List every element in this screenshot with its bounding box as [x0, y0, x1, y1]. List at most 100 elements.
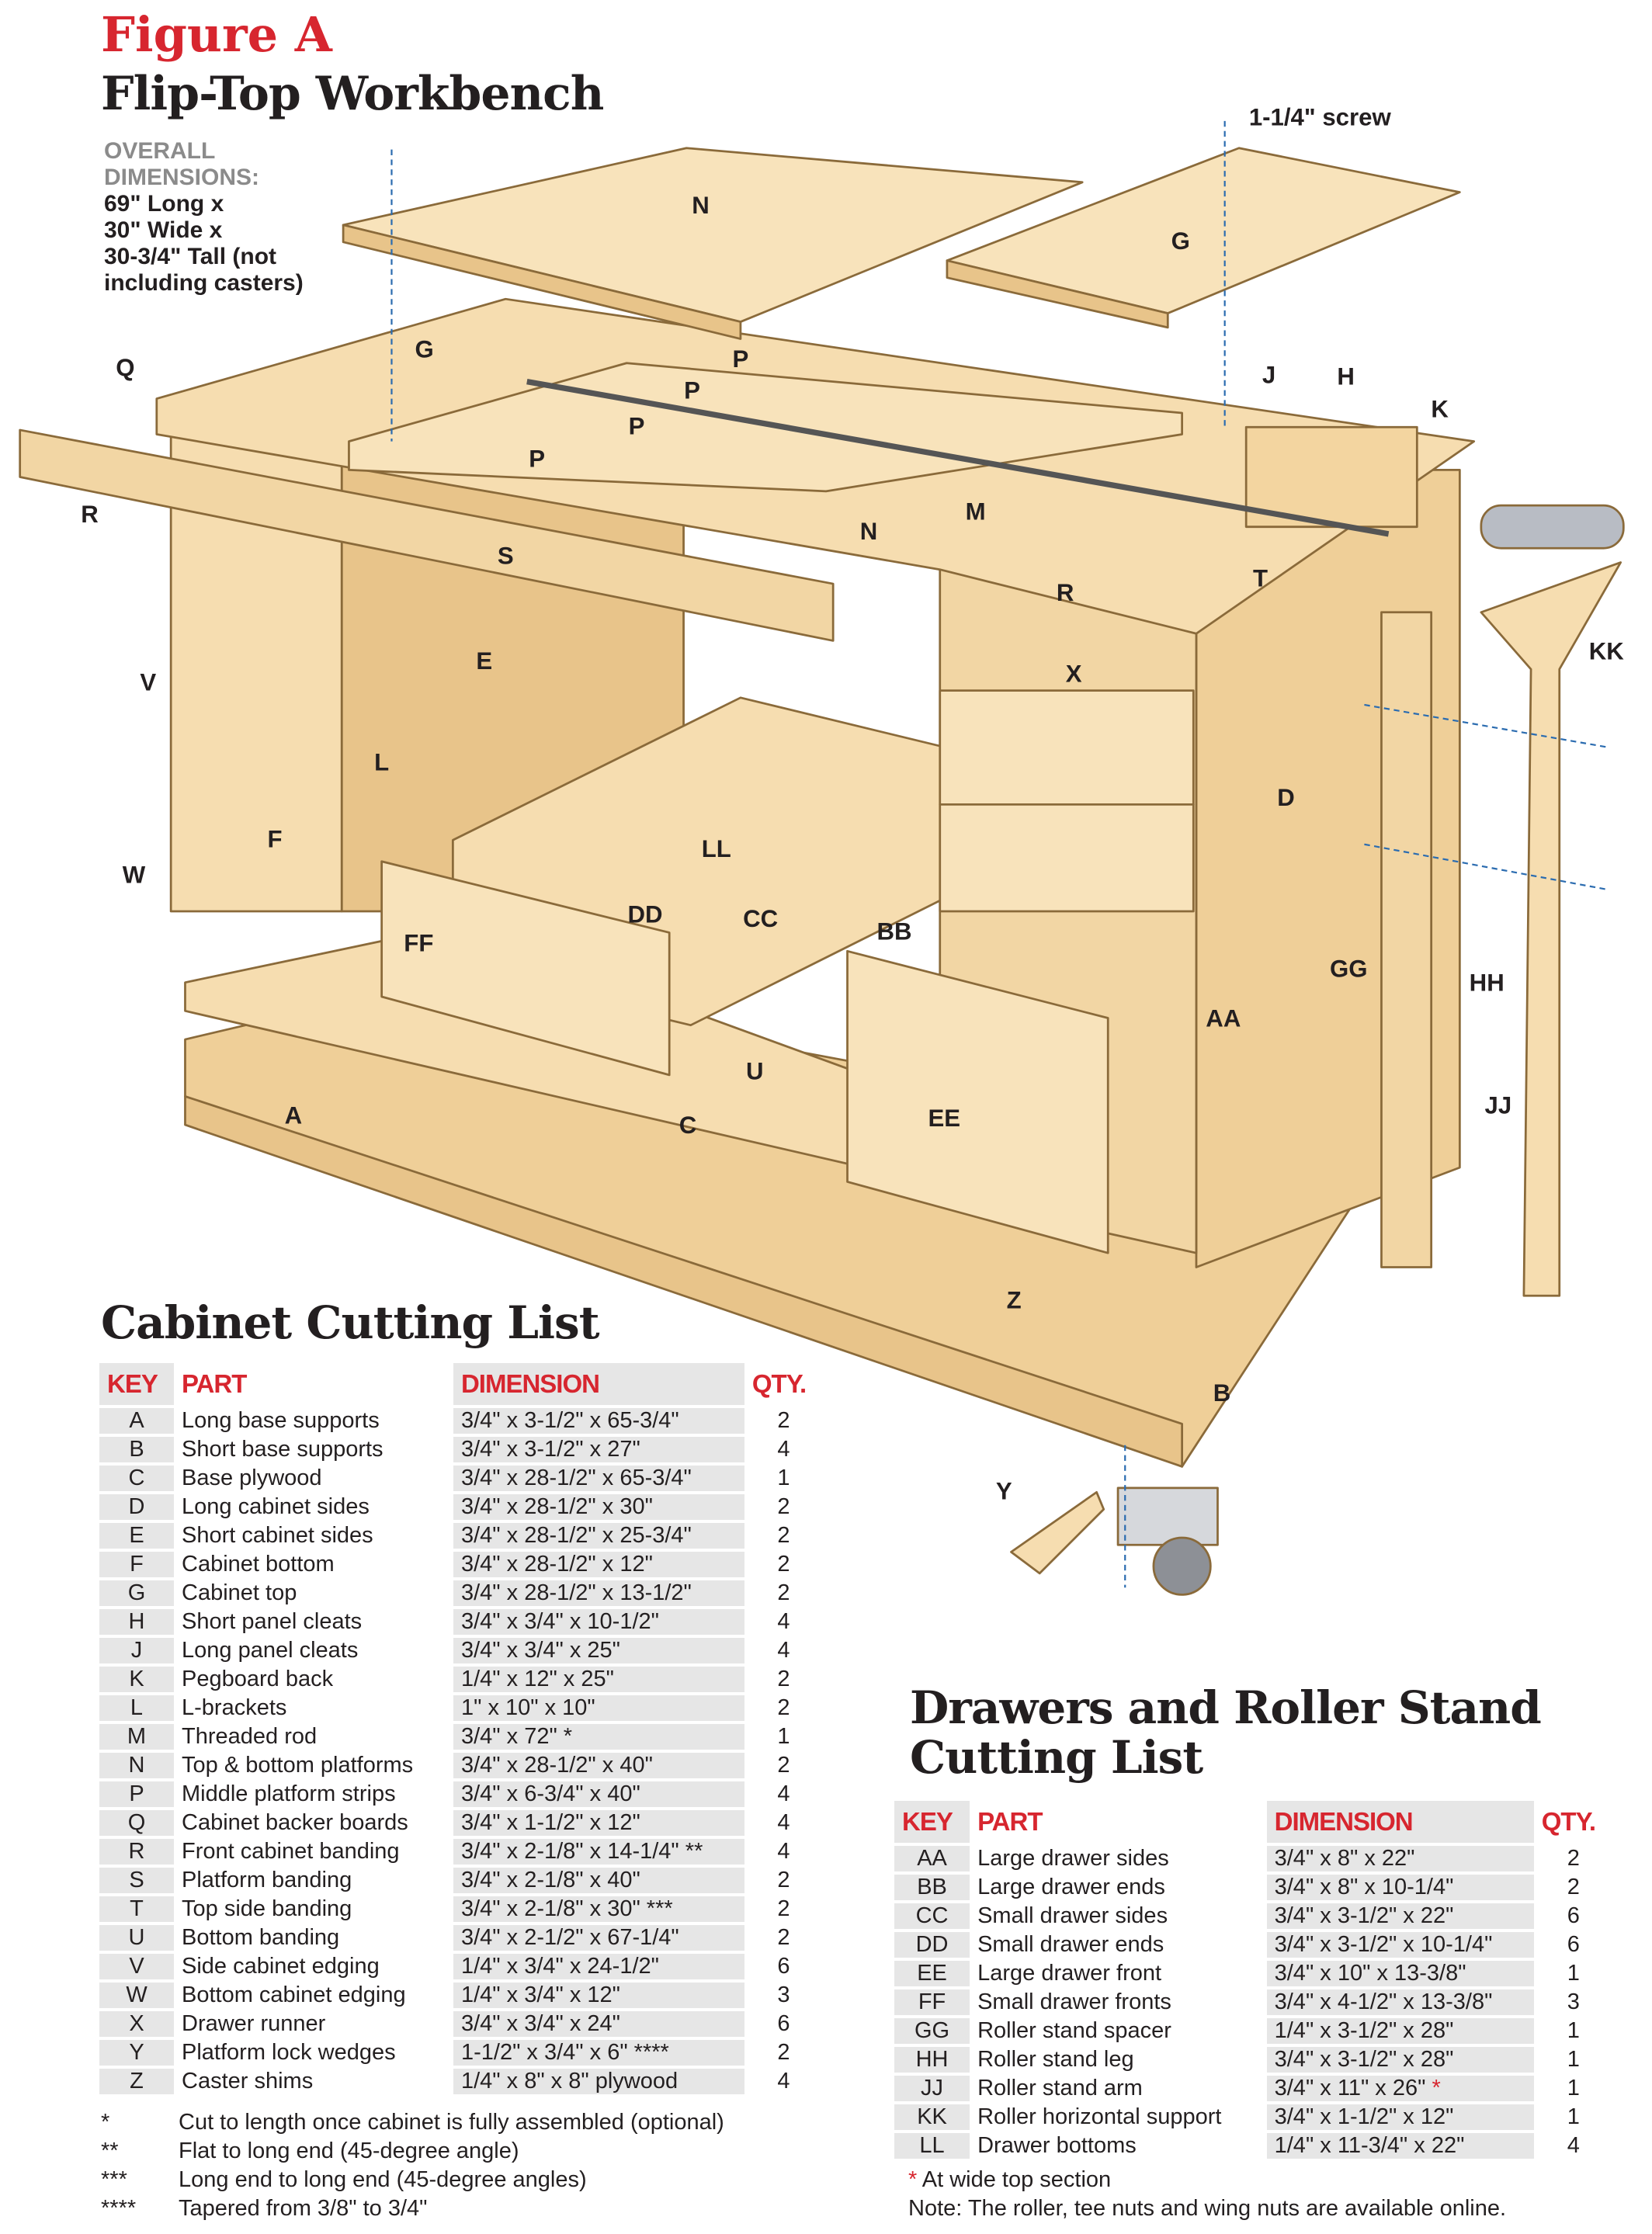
- cell-text: 3/4" x 2-1/2" x 67-1/4": [460, 1925, 679, 1950]
- footnote-text: Cut to length once cabinet is fully asse…: [179, 2110, 724, 2135]
- cell: 3/4" x 3-1/2" x 22": [1266, 1903, 1534, 1929]
- cell-text: FF: [918, 1989, 946, 2014]
- cell-text: D: [128, 1494, 145, 1519]
- cell-text: 1" x 10" x 10": [460, 1695, 595, 1720]
- cell-text: Large drawer ends: [977, 1875, 1165, 1899]
- cell-text: 2: [777, 1925, 790, 1950]
- cell-text: L-brackets: [182, 1695, 287, 1720]
- cell: 3/4" x 28-1/2" x 25-3/4": [453, 1523, 744, 1549]
- cell: 1/4" x 11-3/4" x 22": [1266, 2133, 1534, 2159]
- cell-text: Middle platform strips: [182, 1781, 396, 1806]
- column-header: PART: [182, 1369, 247, 1398]
- part-label-aa: AA: [1206, 1005, 1241, 1032]
- cell-text: Front cabinet banding: [182, 1839, 400, 1864]
- cell: 3/4" x 3/4" x 25": [453, 1638, 744, 1663]
- cell: Bottom banding: [174, 1925, 453, 1951]
- cell: Roller stand leg: [970, 2047, 1267, 2073]
- cell-text: F: [130, 1552, 144, 1577]
- cell: E: [99, 1523, 174, 1549]
- cell: 3/4" x 1-1/2" x 12": [453, 1810, 744, 1836]
- overall-dimensions: OVERALL DIMENSIONS: 69" Long x 30" Wide …: [104, 138, 304, 297]
- cell: 3/4" x 3/4" x 24": [453, 2011, 744, 2037]
- cell-text: Bottom cabinet edging: [182, 1983, 406, 2007]
- cell-text: Long panel cleats: [182, 1638, 359, 1663]
- cell-text: M: [127, 1724, 147, 1749]
- red-asterisk: *: [1432, 2076, 1441, 2100]
- cell-text: DD: [915, 1932, 949, 1957]
- drawer-front-ee: [846, 949, 1109, 1254]
- cell: 1-1/2" x 3/4" x 6" ****: [453, 2040, 744, 2066]
- cell: 2: [744, 1896, 823, 1922]
- cell-text: 6: [777, 1954, 790, 1979]
- cell: 4: [744, 1437, 823, 1462]
- footnote-text: Flat to long end (45-degree angle): [179, 2139, 519, 2163]
- part-label-a: A: [285, 1101, 303, 1129]
- cell-text: Top & bottom platforms: [182, 1753, 414, 1778]
- cell: 2: [744, 1868, 823, 1893]
- cell: Long panel cleats: [174, 1638, 453, 1663]
- cell-text: C: [128, 1466, 145, 1490]
- cell-text: Caster shims: [182, 2069, 314, 2094]
- cell: 3/4" x 72" *: [453, 1724, 744, 1750]
- dimensions-label: DIMENSIONS:: [104, 165, 260, 190]
- cell-text: 1/4" x 11-3/4" x 22": [1274, 2133, 1465, 2158]
- cell-text: 3/4" x 72" *: [460, 1724, 573, 1749]
- cell-text: Drawer runner: [182, 2011, 326, 2036]
- cell: 3/4" x 2-1/8" x 14-1/4" **: [453, 1839, 744, 1865]
- cell-text: 3/4" x 28-1/2" x 65-3/4": [460, 1466, 692, 1490]
- cell: 1" x 10" x 10": [453, 1695, 744, 1721]
- part-label-g: G: [1171, 227, 1190, 255]
- cell: K: [99, 1667, 174, 1692]
- cell-text: 4: [777, 2069, 790, 2094]
- cell: S: [99, 1868, 174, 1893]
- cell: 6: [1534, 1932, 1613, 1958]
- cell: Top & bottom platforms: [174, 1753, 453, 1778]
- part-label-m: M: [966, 498, 986, 526]
- cell-text: 1: [1567, 1961, 1580, 1986]
- column-header: QTY.: [1541, 1807, 1596, 1836]
- cell-text: P: [129, 1781, 144, 1806]
- cell-text: JJ: [921, 2076, 944, 2100]
- cell: 1/4" x 8" x 8" plywood: [453, 2069, 744, 2094]
- footnote-mark: ****: [101, 2196, 137, 2221]
- cell: LL: [894, 2133, 970, 2159]
- part-label-jj: JJ: [1485, 1091, 1512, 1119]
- cell: Short panel cleats: [174, 1609, 453, 1635]
- cell: EE: [894, 1961, 970, 1986]
- cell-text: Cabinet top: [182, 1580, 297, 1605]
- cell: Q: [99, 1810, 174, 1836]
- cell-text: A: [129, 1408, 144, 1433]
- cell-text: 6: [1567, 1903, 1580, 1928]
- cell-text: 3/4" x 11" x 26": [1274, 2076, 1426, 2100]
- figure-label: Figure A: [101, 6, 332, 63]
- cell-text: 3/4" x 3-1/2" x 22": [1274, 1903, 1454, 1928]
- part-label-s: S: [498, 542, 514, 569]
- cell: 3/4" x 2-1/8" x 40": [453, 1868, 744, 1893]
- cell: Large drawer sides: [970, 1846, 1267, 1871]
- part-label-p: P: [733, 345, 749, 373]
- part-label-x: X: [1066, 661, 1082, 688]
- cell: Cabinet top: [174, 1580, 453, 1606]
- cell: N: [99, 1753, 174, 1778]
- cell: HH: [894, 2047, 970, 2073]
- cell-text: Cabinet bottom: [182, 1552, 335, 1577]
- cell-text: 2: [777, 1695, 790, 1720]
- cell: CC: [894, 1903, 970, 1929]
- cell-text: 3/4" x 1-1/2" x 12": [1274, 2104, 1454, 2129]
- cell: Short cabinet sides: [174, 1523, 453, 1549]
- cell: R: [99, 1839, 174, 1865]
- drawer-front-1: [939, 689, 1195, 806]
- cell: Small drawer ends: [970, 1932, 1267, 1958]
- overall-label: OVERALL: [104, 138, 216, 164]
- part-label-c: C: [679, 1112, 697, 1139]
